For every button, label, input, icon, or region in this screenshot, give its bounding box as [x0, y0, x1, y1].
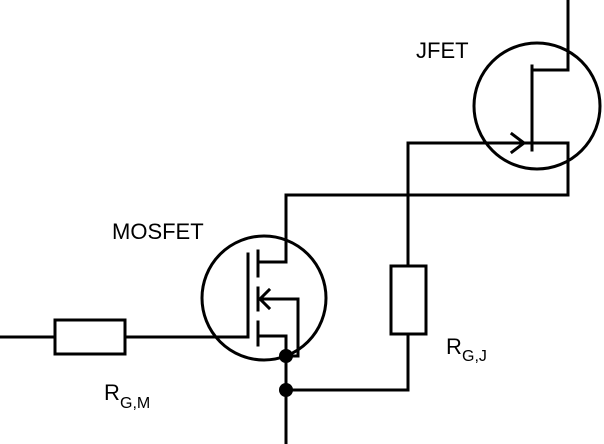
rgj-label: R G,J	[446, 334, 487, 365]
jfet-source-lead	[530, 141, 570, 197]
jfet-gate-arrow	[509, 131, 527, 155]
mosfet-body-arrow	[257, 287, 272, 311]
jfet-source-to-mosfet-drain-wire	[284, 193, 570, 264]
rgm-label-main: R	[104, 380, 120, 405]
rgm-label-sub: G,M	[120, 395, 150, 412]
mosfet-label: MOSFET	[112, 219, 204, 244]
rgj-label-sub: G,J	[462, 348, 487, 365]
rgj-label-main: R	[446, 334, 462, 359]
resistor-rgj	[389, 264, 428, 336]
rgm-label: R G,M	[104, 380, 150, 412]
jfet-label: JFET	[416, 38, 469, 63]
mosfet-circle	[200, 234, 328, 362]
rgj-to-source-wire	[284, 332, 410, 392]
mosfet-symbol	[200, 234, 328, 362]
jfet-drain-lead	[530, 0, 570, 72]
resistor-rgm	[53, 318, 127, 356]
mosfet-body-lead	[256, 297, 300, 358]
junction-dot-rgj	[279, 383, 293, 397]
jfet-circle	[472, 41, 602, 171]
junction-dot-source	[279, 349, 293, 363]
